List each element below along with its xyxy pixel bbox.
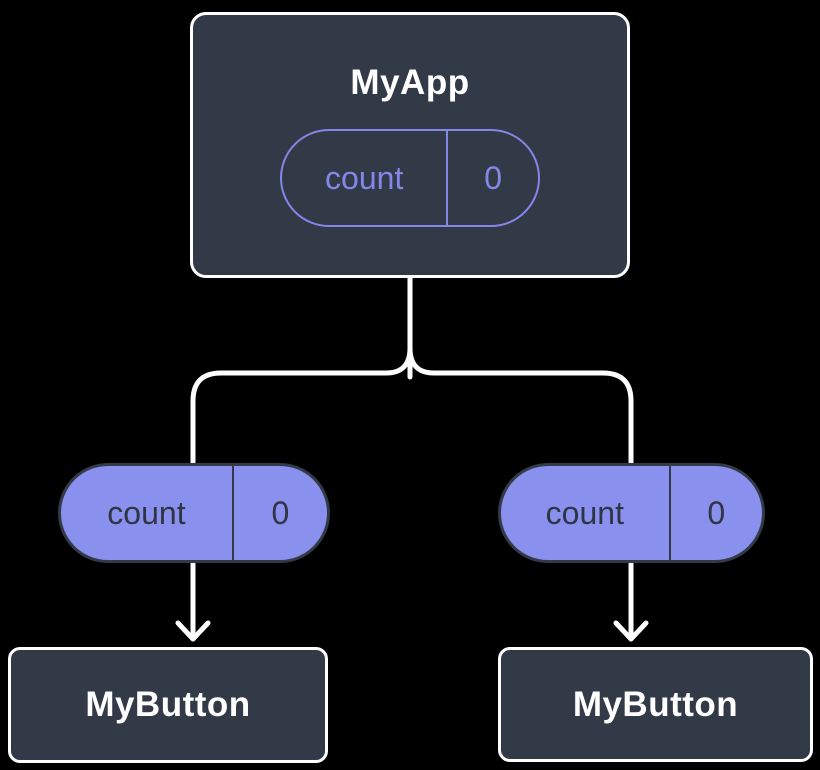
- node-mybutton-right-title: MyButton: [572, 684, 739, 724]
- state-pill-value: 0: [484, 159, 503, 196]
- arrow-right-head-icon: [613, 620, 649, 642]
- state-pill-name: count: [282, 131, 449, 225]
- node-mybutton-right: MyButton: [498, 647, 813, 762]
- prop-pill-left-value: 0: [271, 494, 290, 531]
- node-mybutton-left-title: MyButton: [85, 685, 251, 724]
- connector-root-to-right: [407, 345, 634, 465]
- prop-pill-right: count 0: [498, 463, 765, 563]
- connector-root-to-left: [190, 345, 413, 465]
- state-pill: count 0: [280, 129, 540, 227]
- prop-pill-right-value: 0: [707, 494, 726, 531]
- prop-pill-left: count 0: [58, 463, 330, 563]
- node-myapp: MyApp count 0: [190, 12, 630, 278]
- prop-pill-right-name: count: [501, 466, 671, 560]
- node-mybutton-left: MyButton: [8, 647, 328, 763]
- node-myapp-title: MyApp: [350, 63, 470, 102]
- prop-pill-left-name: count: [61, 466, 234, 560]
- arrow-left-head-icon: [175, 620, 211, 642]
